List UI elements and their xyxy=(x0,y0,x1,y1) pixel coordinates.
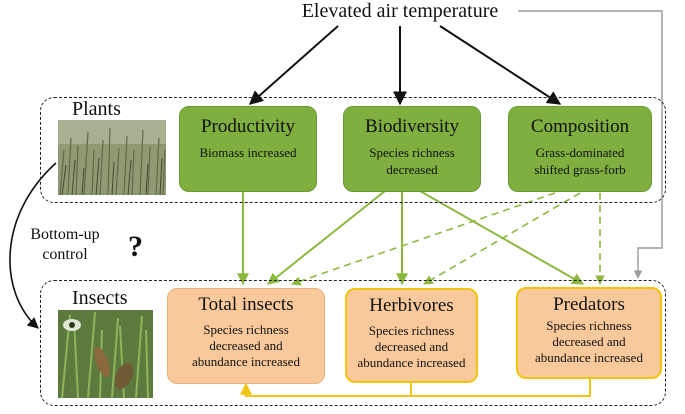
herbivores-box: Herbivores Species richness decreased an… xyxy=(345,288,478,383)
total-insects-line-3: abundance increased xyxy=(192,354,300,369)
arrow-biodiversity-predators xyxy=(419,190,585,285)
plants-photo xyxy=(58,120,166,196)
predators-heading: Predators xyxy=(553,294,625,315)
biodiversity-heading: Biodiversity xyxy=(365,116,459,137)
plants-label: Plants xyxy=(72,98,121,120)
composition-box: Composition Grass-dominated shifted gras… xyxy=(508,106,652,192)
predators-line-2: decreased and xyxy=(552,334,626,349)
insects-group xyxy=(40,280,666,406)
herbivores-heading: Herbivores xyxy=(369,295,454,316)
predators-box: Predators Species richness decreased and… xyxy=(516,287,662,379)
productivity-line-1: Biomass increased xyxy=(199,145,297,160)
bottom-up-line-2: control xyxy=(42,246,88,263)
arrow-temp-composition xyxy=(439,25,562,105)
question-mark: ? xyxy=(128,230,143,263)
composition-line-1: Grass-dominated xyxy=(535,145,625,160)
diagram-title: Elevated air temperature xyxy=(301,0,499,22)
total-insects-box: Total insects Species richness decreased… xyxy=(167,288,325,384)
composition-heading: Composition xyxy=(530,116,630,137)
productivity-box: Productivity Biomass increased xyxy=(179,106,317,192)
arrow-composition-herbivores xyxy=(423,192,581,285)
herbivores-line-3: abundance increased xyxy=(357,355,466,370)
biodiversity-line-1: Species richness xyxy=(369,145,455,160)
arrow-composition-total xyxy=(291,192,556,286)
biodiversity-box: Biodiversity Species richness decreased xyxy=(343,106,481,192)
insects-photo xyxy=(58,310,153,399)
biodiversity-line-2: decreased xyxy=(386,162,438,177)
plants-group xyxy=(40,97,666,203)
arrow-temp-insects-direct xyxy=(518,10,663,279)
arrow-temp-productivity xyxy=(248,25,339,105)
total-insects-line-2: decreased and xyxy=(209,338,283,353)
predators-line-3: abundance increased xyxy=(535,350,643,365)
insects-label: Insects xyxy=(72,287,128,309)
arrow-bottom-up xyxy=(9,162,57,329)
link-insect-groups xyxy=(240,379,591,397)
composition-line-2: shifted grass-forb xyxy=(534,162,626,177)
bottom-up-label: Bottom-up control xyxy=(10,225,120,265)
productivity-heading: Productivity xyxy=(201,116,295,137)
predators-line-1: Species richness xyxy=(546,318,632,333)
arrow-biodiversity-total xyxy=(267,190,386,285)
herbivores-line-2: decreased and xyxy=(374,339,449,354)
total-insects-line-1: Species richness xyxy=(203,322,289,337)
herbivores-line-1: Species richness xyxy=(368,323,455,338)
bottom-up-line-1: Bottom-up xyxy=(30,226,100,243)
total-insects-heading: Total insects xyxy=(198,294,294,315)
